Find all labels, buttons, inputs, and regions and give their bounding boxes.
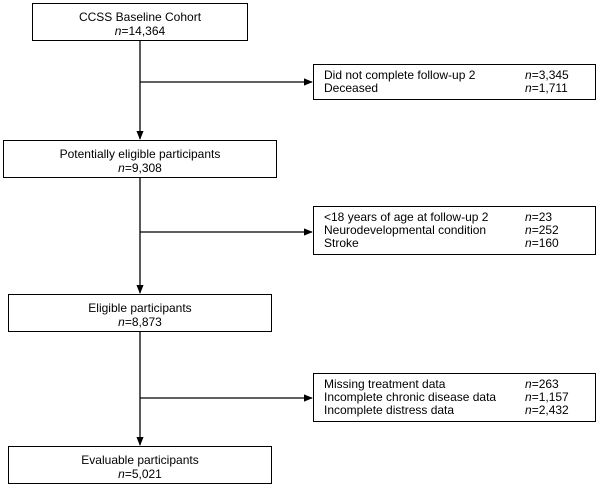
exclusion-box-1: Did not complete follow-up 2 n=3,345 Dec… xyxy=(313,64,596,100)
box-potentially-eligible: Potentially eligible participants n=9,30… xyxy=(3,140,277,178)
box-count: n=8,873 xyxy=(118,315,162,329)
exclusion-row: Missing treatment data n=263 xyxy=(324,377,559,391)
box-eligible: Eligible participants n=8,873 xyxy=(8,294,272,332)
box-title: CCSS Baseline Cohort xyxy=(78,10,202,24)
box-title: Evaluable participants xyxy=(81,453,199,467)
exclusion-row: Did not complete follow-up 2 n=3,345 xyxy=(324,68,569,82)
box-count: n=9,308 xyxy=(118,161,162,175)
exclusion-row: Incomplete chronic disease data n=1,157 xyxy=(324,390,569,404)
box-evaluable: Evaluable participants n=5,021 xyxy=(8,446,272,484)
exclusion-row: Stroke n=160 xyxy=(324,236,559,250)
exclusion-row: Incomplete distress data n=2,432 xyxy=(324,403,569,417)
exclusion-row: <18 years of age at follow-up 2 n=23 xyxy=(324,210,553,224)
box-title: Potentially eligible participants xyxy=(59,147,221,161)
exclusion-box-2: <18 years of age at follow-up 2 n=23 Neu… xyxy=(313,206,596,255)
box-count: n=14,364 xyxy=(114,24,166,38)
exclusion-row: Deceased n=1,711 xyxy=(324,81,568,95)
box-title: Eligible participants xyxy=(88,301,192,315)
exclusion-row: Neurodevelopmental condition n=252 xyxy=(324,223,559,237)
exclusion-box-3: Missing treatment data n=263 Incomplete … xyxy=(313,373,596,422)
box-baseline-cohort: CCSS Baseline Cohort n=14,364 xyxy=(32,3,248,41)
box-count: n=5,021 xyxy=(118,467,162,481)
